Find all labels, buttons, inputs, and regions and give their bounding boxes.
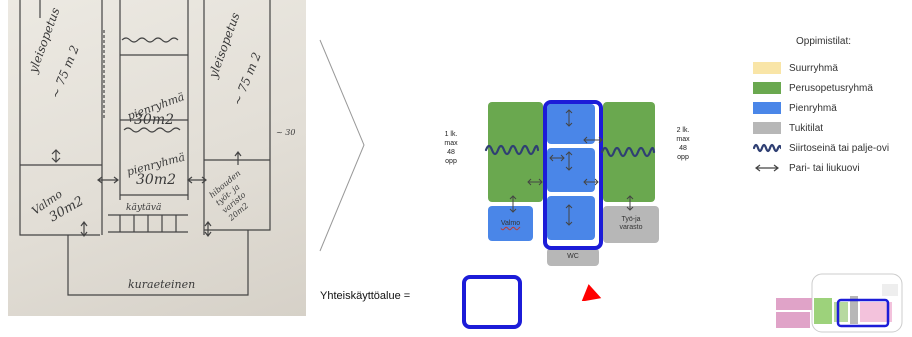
plan-symbols bbox=[484, 109, 656, 226]
shared-area-label: Yhteiskäyttöalue = bbox=[320, 290, 411, 302]
shared-area-legend-box bbox=[462, 275, 522, 329]
chevron-divider bbox=[319, 39, 365, 252]
sketch-label-area-pr-top: 30m2 bbox=[134, 112, 174, 128]
legend-item-suurryhma: Suurryhmä bbox=[753, 62, 838, 74]
sketch-side-note: ~ 30 bbox=[276, 128, 296, 137]
legend-swatch bbox=[753, 82, 781, 94]
wc-label: WC bbox=[567, 253, 579, 260]
legend-label: Pari- tai liukuovi bbox=[789, 162, 860, 174]
legend-item-pienryhma: Pienryhmä bbox=[753, 102, 837, 114]
right-class-capacity: 2 lk. max 48 opp bbox=[676, 127, 690, 161]
sketch-label-bottom: kuraeteinen bbox=[128, 278, 196, 291]
sliding-wall-left-icon bbox=[484, 144, 540, 156]
legend-label: Suurryhmä bbox=[789, 62, 838, 74]
legend-label: Tukitilat bbox=[789, 122, 824, 134]
sketch-label-corridor: käytävä bbox=[126, 203, 162, 213]
small-group-room-3 bbox=[547, 196, 595, 240]
workshop-label: Työ-ja varasto bbox=[619, 216, 643, 231]
red-triangle-icon bbox=[581, 284, 602, 301]
sketch-lines bbox=[19, 0, 271, 296]
floorplan-sketch-photo: yleisopetus ~ 75 m 2 yleisopetus ~ 75 m … bbox=[8, 0, 306, 316]
legend-swatch bbox=[753, 102, 781, 114]
wavy-line-icon bbox=[753, 143, 781, 153]
sketch-label-area-pr-mid: 30m2 bbox=[136, 172, 176, 188]
legend-swatch bbox=[753, 62, 781, 74]
left-class-capacity: 1 lk. max 48 opp bbox=[444, 131, 458, 165]
double-arrow-icon bbox=[755, 164, 779, 172]
classroom-right bbox=[603, 102, 655, 202]
shared-area-frame bbox=[543, 100, 603, 250]
overview-thumbnail bbox=[776, 273, 903, 333]
valmo-room: Valmo bbox=[488, 206, 533, 241]
wc-room: WC bbox=[547, 248, 599, 266]
legend-label: Perusopetusryhmä bbox=[789, 82, 873, 94]
legend-swatch bbox=[753, 122, 781, 134]
valmo-label: Valmo bbox=[500, 220, 521, 227]
legend-item-siirtoseina: Siirtoseinä tai palje-ovi bbox=[753, 142, 889, 154]
legend-label: Siirtoseinä tai palje-ovi bbox=[789, 142, 890, 154]
legend-item-pariovi: Pari- tai liukuovi bbox=[753, 162, 860, 174]
legend-label: Pienryhmä bbox=[789, 102, 837, 114]
legend-title: Oppimistilat: bbox=[796, 36, 852, 47]
sliding-wall-right-icon bbox=[600, 146, 656, 158]
legend-item-perusopetusryhma: Perusopetusryhmä bbox=[753, 82, 873, 94]
workshop-storage-room: Työ-ja varasto bbox=[603, 206, 659, 243]
legend-item-tukitilat: Tukitilat bbox=[753, 122, 823, 134]
